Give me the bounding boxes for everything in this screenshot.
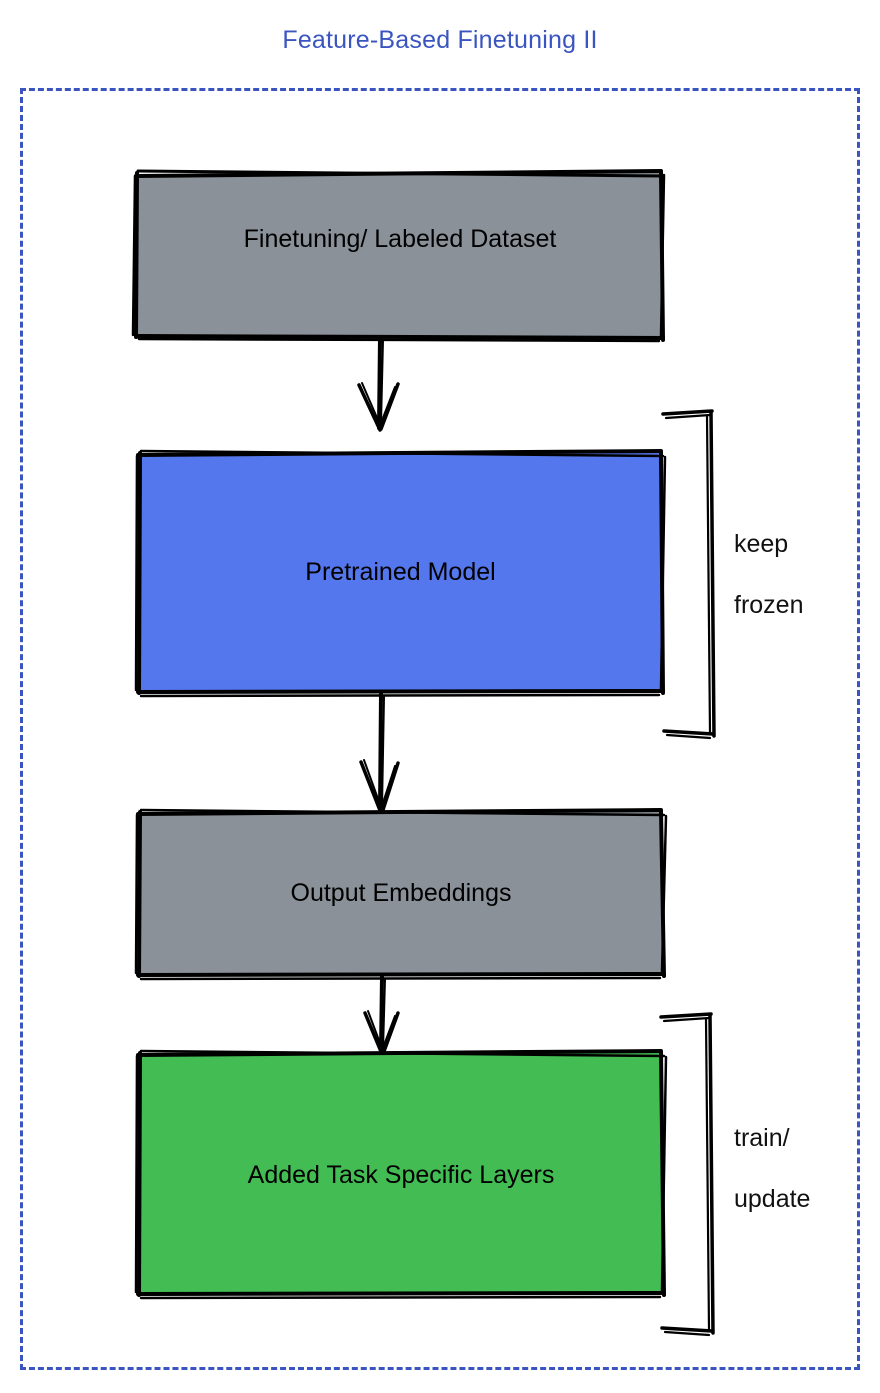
page-title: Feature-Based Finetuning II <box>282 26 598 54</box>
annotation-keep-frozen-line2: frozen <box>734 590 804 619</box>
node-output-embeddings-label: Output Embeddings <box>290 879 512 907</box>
annotation-train-update-line1: train/ <box>734 1123 790 1152</box>
annotation-train-update: train/ update <box>734 1092 810 1245</box>
node-dataset-label: Finetuning/ Labeled Dataset <box>243 225 557 253</box>
annotation-keep-frozen: keep frozen <box>734 498 803 651</box>
node-dataset[interactable]: Finetuning/ Labeled Dataset <box>137 171 663 339</box>
node-task-layers[interactable]: Added Task Specific Layers <box>138 1051 664 1296</box>
node-output-embeddings[interactable]: Output Embeddings <box>138 810 664 977</box>
annotation-train-update-line2: update <box>734 1184 811 1213</box>
node-pretrained-model[interactable]: Pretrained Model <box>138 451 663 694</box>
node-pretrained-model-label: Pretrained Model <box>305 558 496 586</box>
annotation-keep-frozen-line1: keep <box>734 529 789 558</box>
dashed-boundary-frame <box>20 88 860 1370</box>
node-task-layers-label: Added Task Specific Layers <box>247 1161 555 1189</box>
